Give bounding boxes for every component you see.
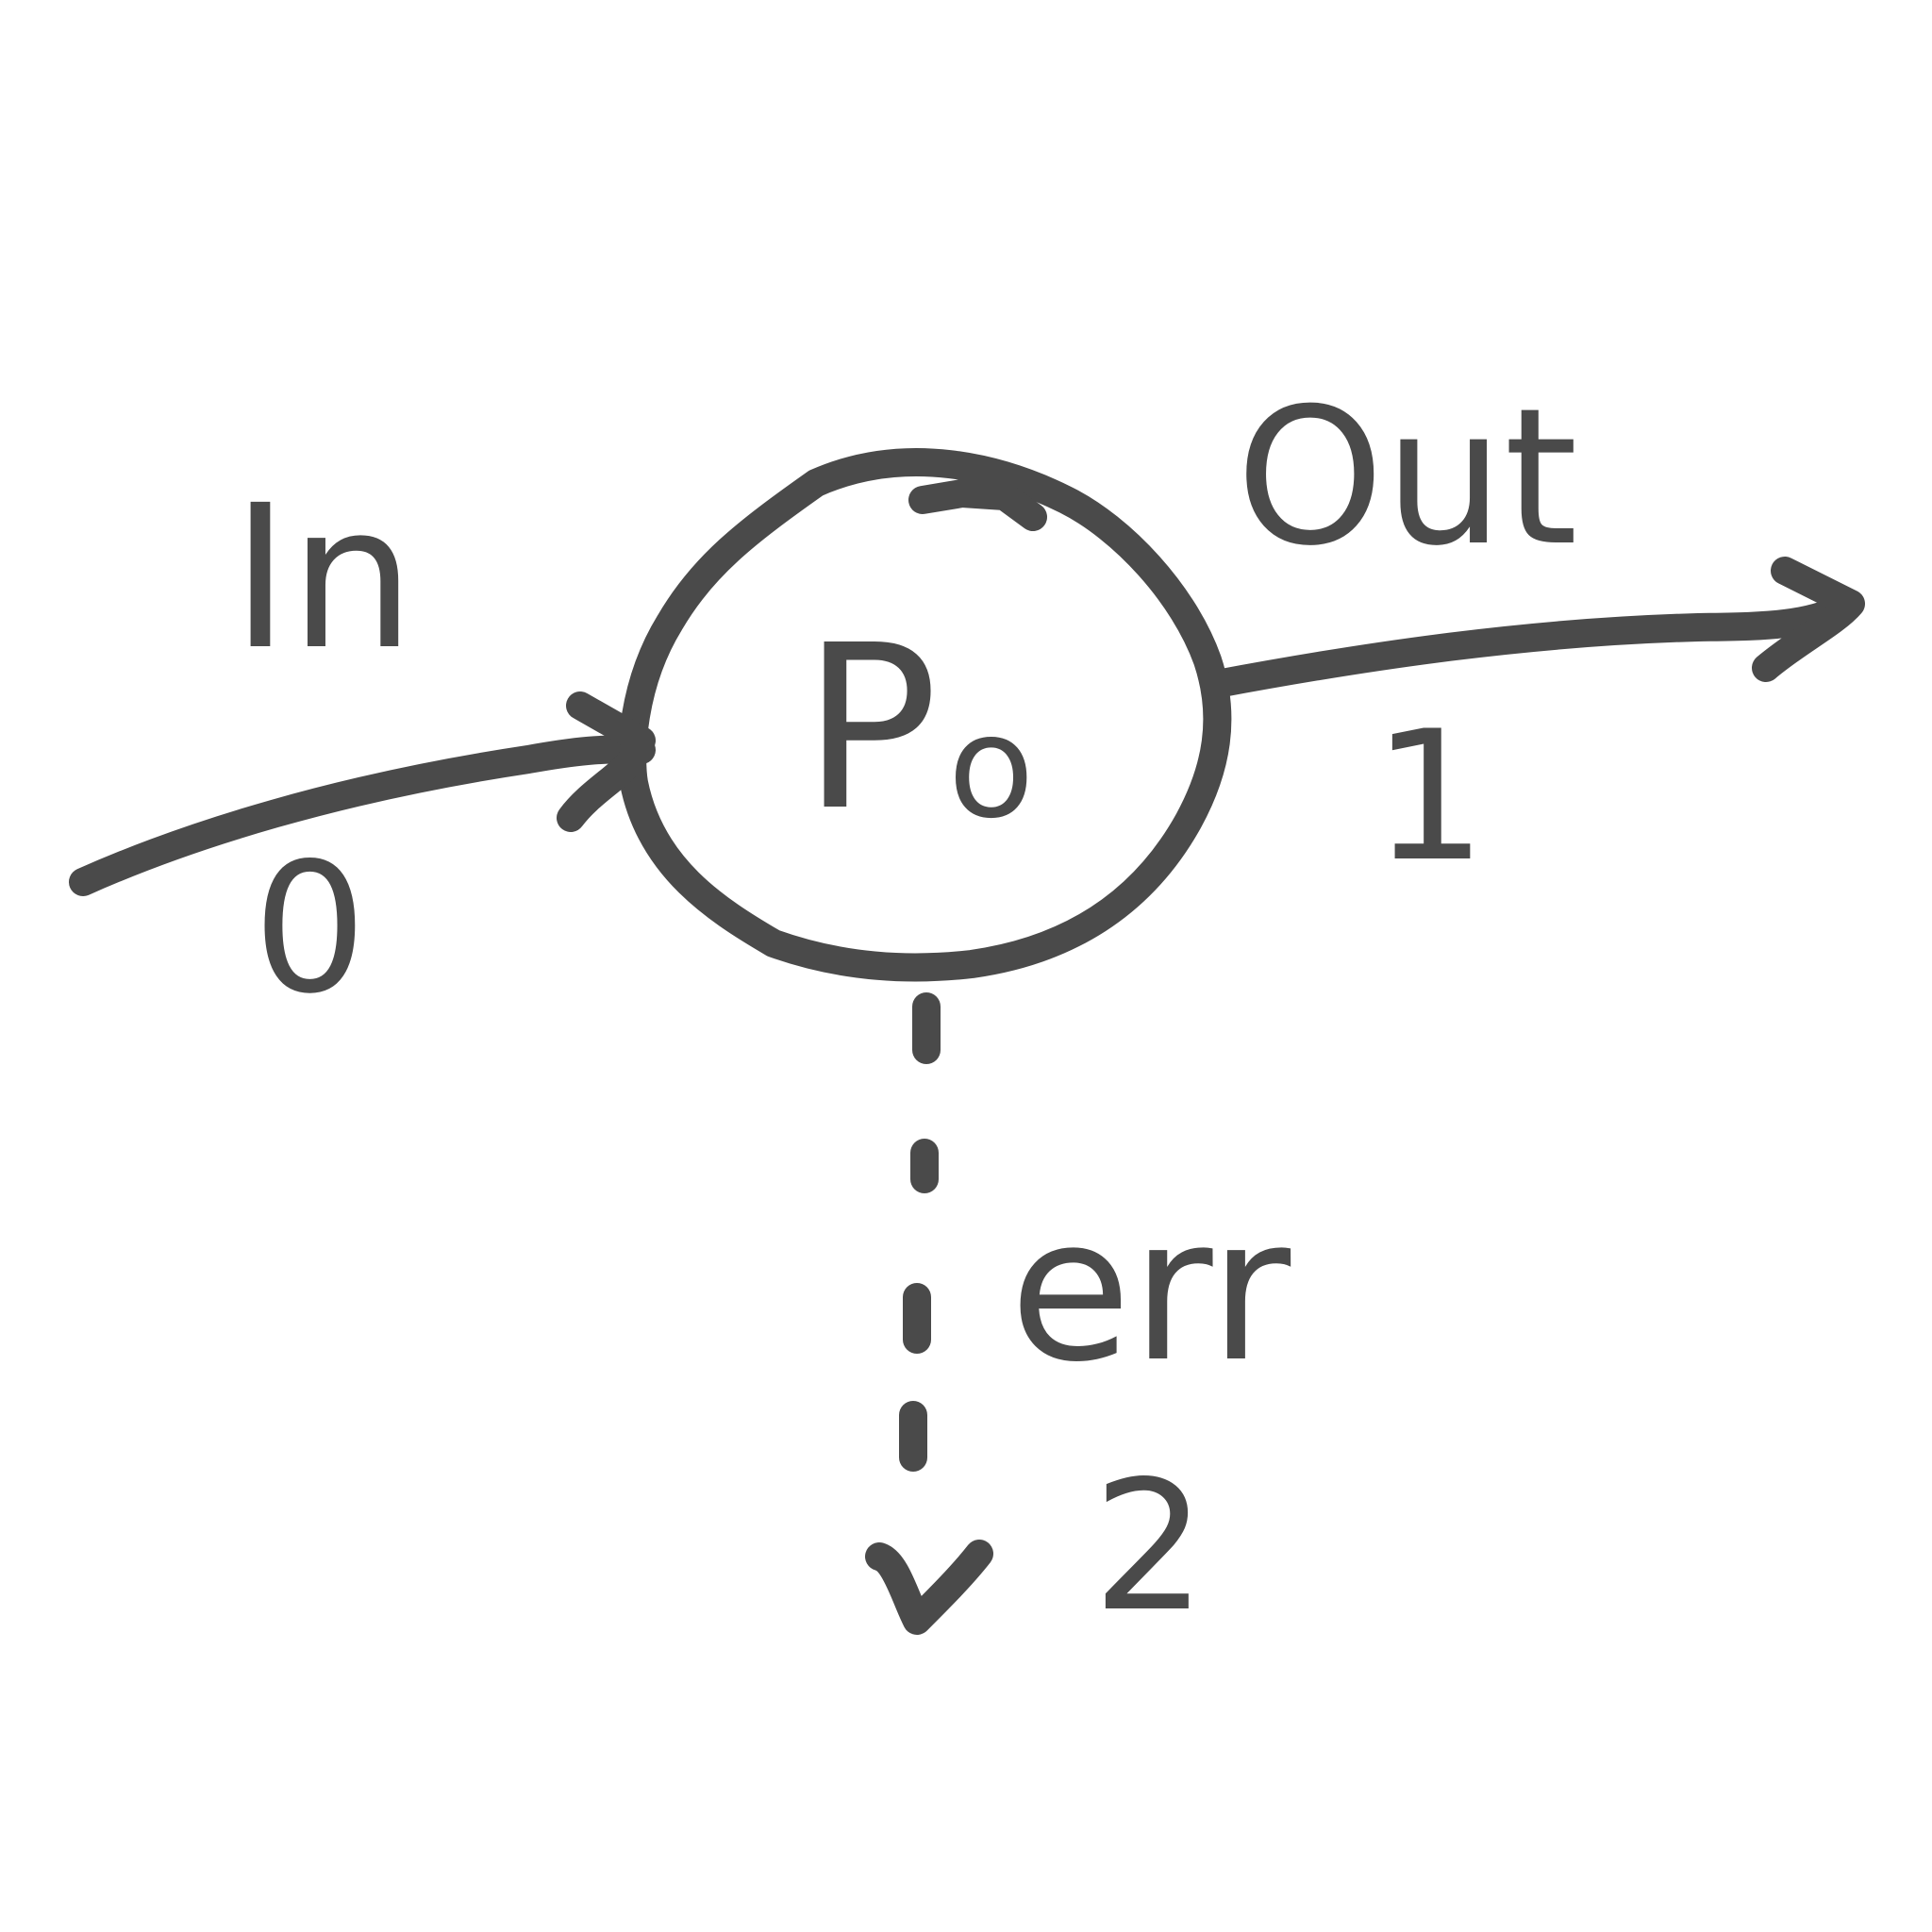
output-index: 1: [1373, 692, 1487, 901]
state-node-overlap-stroke: [908, 479, 1047, 531]
input-label: In: [231, 462, 415, 693]
output-label: Out: [1236, 368, 1578, 588]
input-arrowhead: [557, 691, 656, 832]
output-arrow-line: [1203, 590, 1863, 698]
state-subscript: o: [948, 686, 1035, 850]
output-arrowhead: [1752, 557, 1865, 682]
state-node-circle: [618, 448, 1232, 982]
error-arrowhead: [865, 1540, 993, 1635]
input-arrow-line: [69, 735, 656, 896]
error-arrow-dashed-line: [899, 992, 941, 1472]
state-label: Po: [802, 596, 1035, 860]
error-label: err: [1009, 1174, 1291, 1406]
error-index: 2: [1092, 1442, 1207, 1651]
input-index: 0: [253, 824, 367, 1033]
